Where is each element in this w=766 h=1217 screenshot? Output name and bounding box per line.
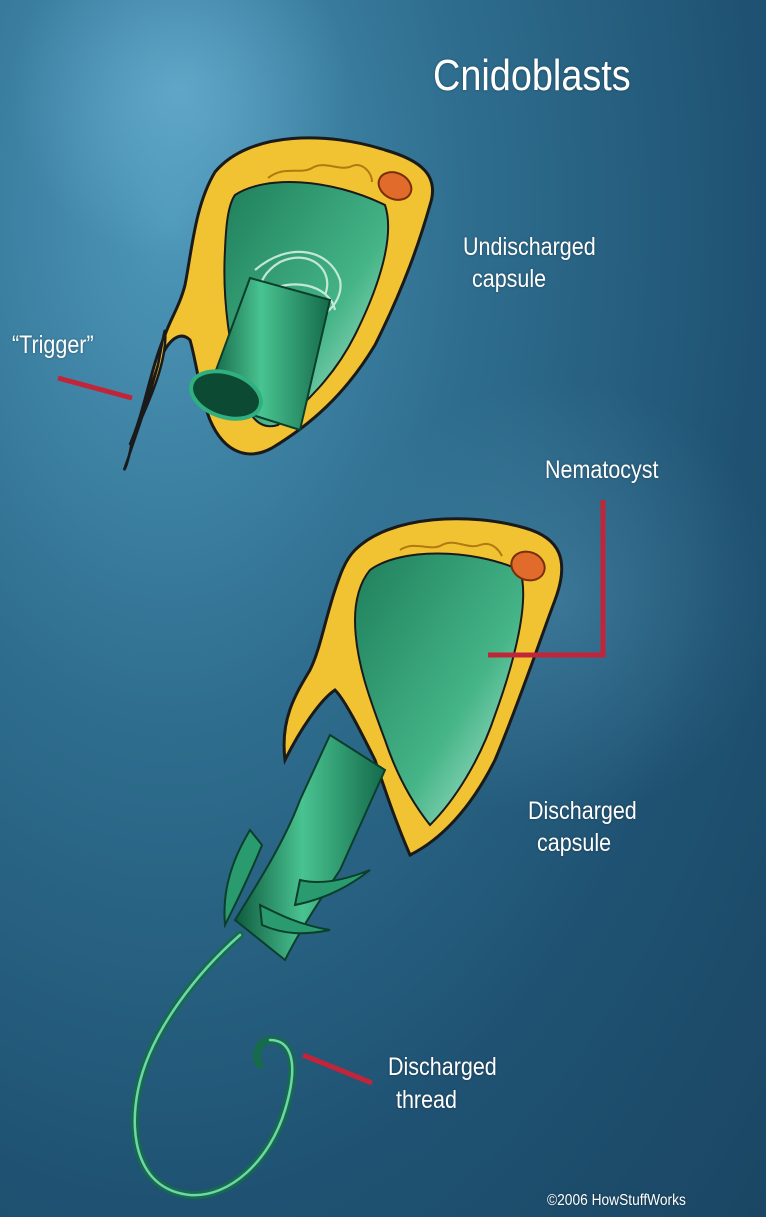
discharged-cnidocyte bbox=[135, 519, 562, 1195]
discharged-thread-label-line2: thread bbox=[396, 1085, 457, 1115]
undischarged-capsule-label-line2: capsule bbox=[472, 264, 546, 294]
discharged-thread-highlight bbox=[135, 935, 292, 1195]
discharged-capsule-label-line1: Discharged bbox=[528, 796, 637, 826]
discharged-thread-leader-line bbox=[303, 1055, 372, 1083]
diagram-title: Cnidoblasts bbox=[433, 52, 631, 100]
discharged-thread bbox=[135, 935, 292, 1195]
copyright-credit: ©2006 HowStuffWorks bbox=[547, 1191, 686, 1211]
trigger-label: “Trigger” bbox=[12, 330, 94, 360]
discharged-thread-label-line1: Discharged bbox=[388, 1052, 497, 1082]
trigger-leader-line bbox=[58, 378, 132, 398]
discharged-capsule-label-line2: capsule bbox=[537, 828, 611, 858]
undischarged-capsule-label-line1: Undischarged bbox=[463, 232, 596, 262]
nematocyst-label: Nematocyst bbox=[545, 455, 659, 485]
